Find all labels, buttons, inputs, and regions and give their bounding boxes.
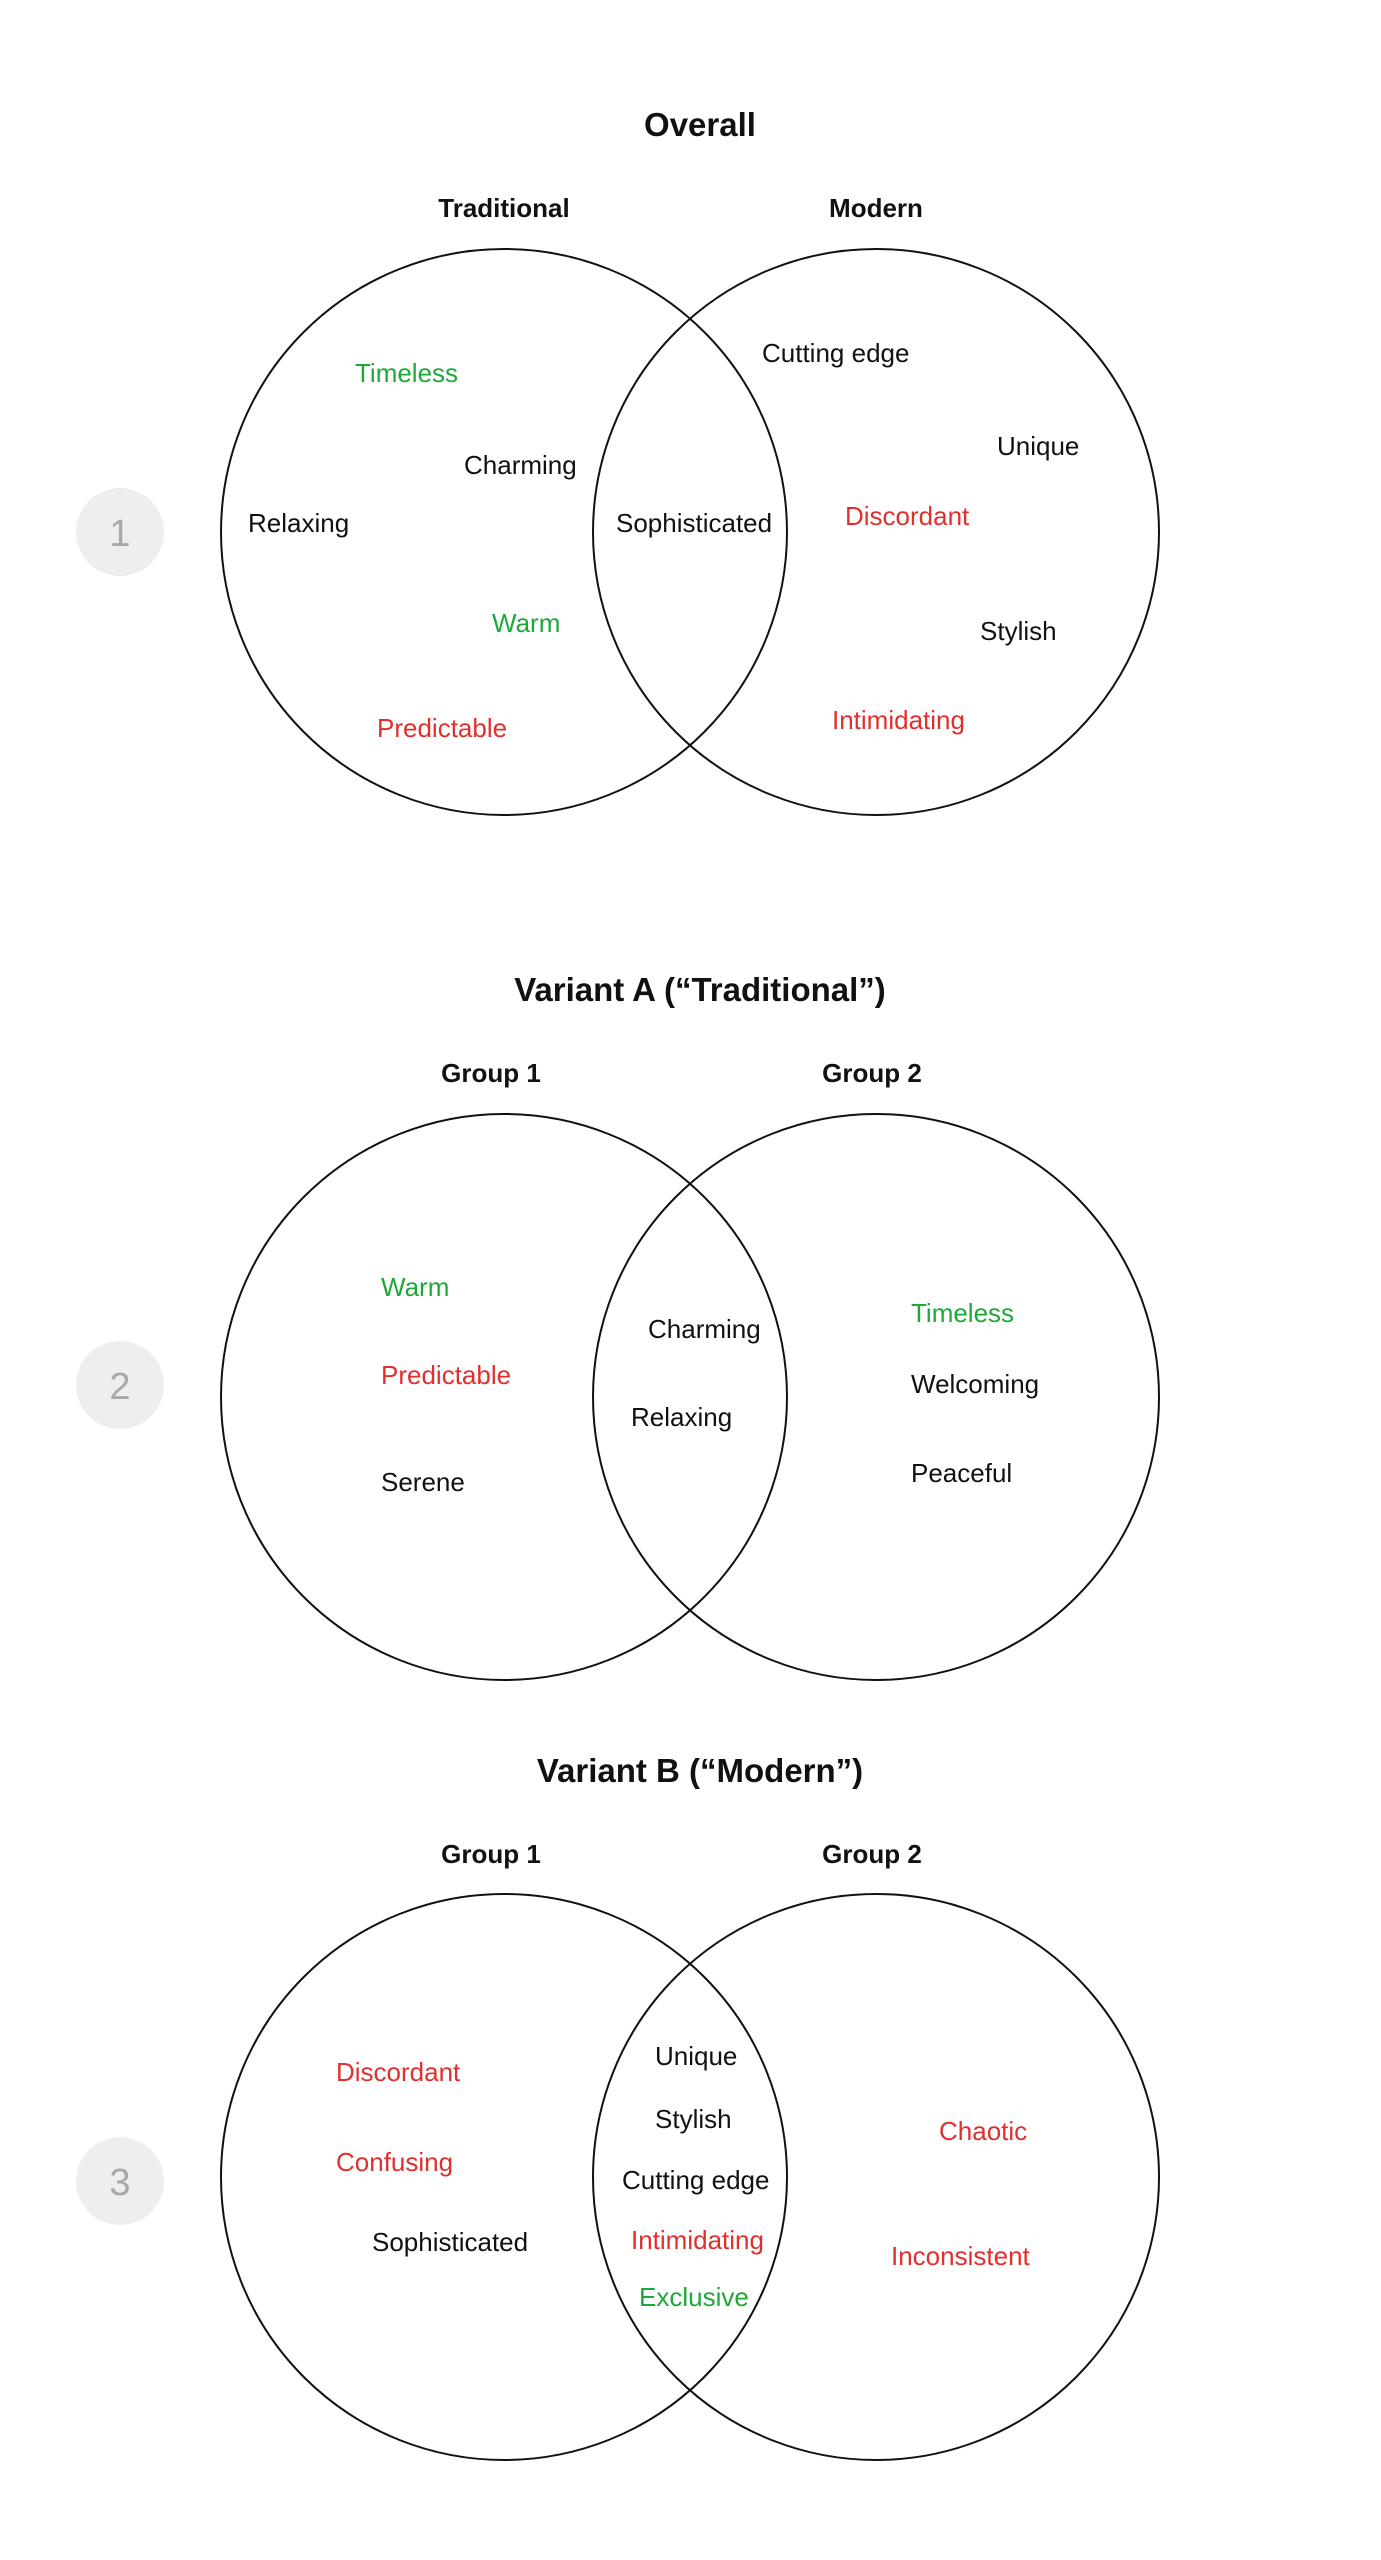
word-left: Predictable bbox=[381, 1360, 511, 1390]
word-right: Timeless bbox=[911, 1298, 1014, 1328]
venn-diagram-variant-a: Variant A (“Traditional”) Group 1 Group … bbox=[76, 971, 1160, 1681]
diagram-title: Variant B (“Modern”) bbox=[537, 1752, 863, 1789]
step-number: 2 bbox=[109, 1366, 130, 1408]
word-left: Confusing bbox=[336, 2147, 453, 2177]
right-set-label: Group 2 bbox=[822, 1058, 922, 1088]
word-overlap: Unique bbox=[655, 2041, 737, 2071]
word-right: Unique bbox=[997, 431, 1079, 461]
word-overlap: Stylish bbox=[655, 2104, 732, 2134]
word-overlap: Cutting edge bbox=[622, 2165, 769, 2195]
word-left: Serene bbox=[381, 1467, 465, 1497]
diagram-title: Variant A (“Traditional”) bbox=[514, 971, 886, 1008]
left-set-label: Traditional bbox=[438, 193, 569, 223]
step-badge bbox=[76, 488, 164, 576]
right-circle bbox=[592, 248, 1160, 816]
word-right: Welcoming bbox=[911, 1369, 1039, 1399]
word-overlap: Relaxing bbox=[631, 1402, 732, 1432]
word-left: Predictable bbox=[377, 713, 507, 743]
word-left: Relaxing bbox=[248, 508, 349, 538]
word-right: Cutting edge bbox=[762, 338, 909, 368]
left-circle bbox=[220, 1113, 788, 1681]
step-badge bbox=[76, 2137, 164, 2225]
venn-diagram-variant-b: Variant B (“Modern”) Group 1 Group 2 3 D… bbox=[76, 1752, 1160, 2461]
word-right: Chaotic bbox=[939, 2116, 1027, 2146]
venn-diagram-overall: Overall Traditional Modern 1 TimelessCha… bbox=[76, 106, 1160, 816]
step-number: 1 bbox=[109, 513, 130, 555]
left-circle bbox=[220, 248, 788, 816]
word-right: Discordant bbox=[845, 501, 970, 531]
word-right: Inconsistent bbox=[891, 2241, 1031, 2271]
word-overlap: Exclusive bbox=[639, 2282, 749, 2312]
word-left: Warm bbox=[381, 1272, 449, 1302]
word-left: Charming bbox=[464, 450, 577, 480]
word-overlap: Intimidating bbox=[631, 2225, 764, 2255]
step-badge bbox=[76, 1341, 164, 1429]
diagram-title: Overall bbox=[644, 106, 756, 143]
right-set-label: Group 2 bbox=[822, 1839, 922, 1869]
word-left: Warm bbox=[492, 608, 560, 638]
word-overlap: Sophisticated bbox=[616, 508, 772, 538]
word-left: Discordant bbox=[336, 2057, 461, 2087]
word-right: Peaceful bbox=[911, 1458, 1012, 1488]
left-circle bbox=[220, 1893, 788, 2461]
right-circle bbox=[592, 1893, 1160, 2461]
word-left: Sophisticated bbox=[372, 2227, 528, 2257]
left-set-label: Group 1 bbox=[441, 1058, 541, 1088]
step-number: 3 bbox=[109, 2162, 130, 2204]
right-circle bbox=[592, 1113, 1160, 1681]
word-left: Timeless bbox=[355, 358, 458, 388]
word-right: Stylish bbox=[980, 616, 1057, 646]
right-set-label: Modern bbox=[829, 193, 923, 223]
left-set-label: Group 1 bbox=[441, 1839, 541, 1869]
word-overlap: Charming bbox=[648, 1314, 761, 1344]
word-right: Intimidating bbox=[832, 705, 965, 735]
